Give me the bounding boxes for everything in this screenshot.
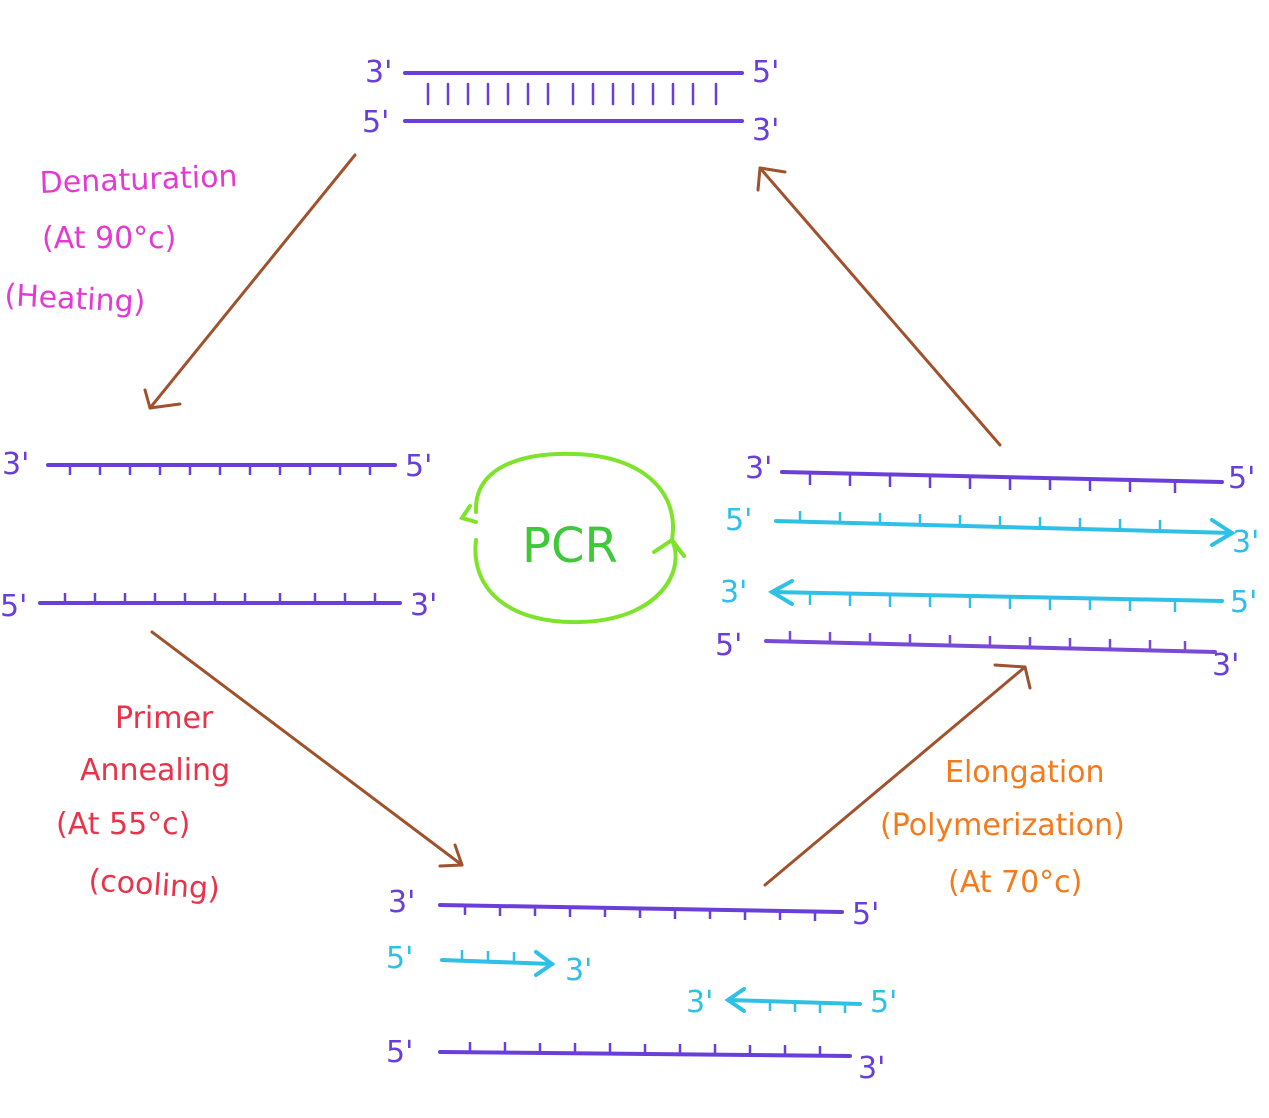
left-lower-left-end: 5' [0, 589, 27, 624]
bottom-primer-2-ticks [768, 1001, 847, 1013]
top-upper-left-end: 3' [365, 55, 392, 90]
bottom-primer-2-right-end: 5' [870, 985, 897, 1020]
top-lower-right-end: 3' [752, 113, 779, 148]
right-strand-2-right-end: 3' [1232, 525, 1259, 560]
right-strand-3-left-end: 3' [720, 575, 747, 610]
left-upper-ticks [68, 465, 372, 475]
right-elongated-strands: 3' 5' 5' 3' 3' 5' [715, 451, 1259, 683]
annealing-label: Primer Annealing (At 55°c) (cooling) [56, 701, 230, 907]
right-strand-4 [764, 639, 1217, 654]
left-upper-left-end: 3' [2, 447, 29, 482]
bottom-primer-1-right-end: 3' [565, 953, 592, 988]
bottom-lower-right-end: 3' [858, 1051, 885, 1086]
right-strand-1-right-end: 5' [1228, 461, 1255, 496]
bottom-primer-1 [440, 958, 554, 966]
bottom-annealed-strands: 3' 5' 5' 3' 3' 5' 5' 3' [386, 885, 897, 1086]
bottom-primer-2-arrowhead-icon [724, 987, 746, 1013]
elongation-title: Elongation [945, 755, 1105, 790]
bottom-primer-1-left-end: 5' [386, 941, 413, 976]
right-strand-3 [770, 590, 1224, 603]
top-base-pairs [426, 82, 718, 106]
right-strand-4-right-end: 3' [1212, 648, 1239, 683]
pcr-cycle-arrowhead-right-icon [652, 537, 686, 558]
right-strand-3-arrowhead-icon [767, 579, 794, 606]
top-upper-right-end: 5' [752, 55, 779, 90]
bottom-primer-2-left-end: 3' [686, 985, 713, 1020]
right-strand-2 [774, 519, 1234, 535]
elongation-label: Elongation (Polymerization) (At 70°c) [880, 755, 1125, 900]
annealing-title-2: Annealing [80, 753, 230, 788]
pcr-label: PCR [522, 518, 618, 574]
right-strand-4-left-end: 5' [715, 628, 742, 663]
denaturation-title: Denaturation [39, 159, 238, 201]
annealing-condition: (cooling) [87, 863, 220, 907]
return-arrow-icon [756, 166, 1002, 447]
left-lower-right-end: 3' [410, 588, 437, 623]
elongation-subtitle: (Polymerization) [880, 808, 1125, 843]
right-strand-1 [780, 470, 1224, 484]
right-strand-2-arrowhead-icon [1210, 518, 1236, 547]
bottom-lower-ticks [468, 1042, 822, 1056]
elongation-temperature: (At 70°c) [948, 865, 1082, 900]
left-separated-strands: 3' 5' 5' 3' [0, 447, 437, 624]
annealing-arrow-icon [150, 630, 464, 868]
right-strand-2-left-end: 5' [725, 503, 752, 538]
left-upper-right-end: 5' [405, 449, 432, 484]
right-strand-3-right-end: 5' [1230, 585, 1257, 620]
bottom-upper-ticks [463, 905, 817, 921]
left-lower-ticks [63, 593, 377, 603]
right-strand-1-ticks [808, 473, 1177, 493]
right-strand-2-ticks [798, 511, 1162, 530]
denaturation-label: Denaturation (At 90°c) (Heating) [4, 159, 238, 320]
right-strand-1-left-end: 3' [745, 451, 772, 486]
denaturation-arrow-icon [143, 153, 357, 410]
bottom-lower-left-end: 5' [386, 1035, 413, 1070]
elongation-arrow-icon [763, 663, 1032, 887]
bottom-upper-right-end: 5' [852, 897, 879, 932]
right-strand-3-ticks [808, 593, 1177, 612]
cycle-arrows [143, 153, 1032, 887]
annealing-title-1: Primer [115, 701, 214, 736]
denaturation-temperature: (At 90°c) [42, 221, 176, 256]
denaturation-condition: (Heating) [4, 278, 147, 320]
top-dna-double-strand: 3' 5' 5' 3' [362, 55, 779, 148]
pcr-cycle-center: PCR [458, 451, 686, 625]
bottom-primer-1-ticks [460, 950, 516, 962]
top-lower-left-end: 5' [362, 105, 389, 140]
bottom-primer-1-arrowhead-icon [534, 950, 556, 977]
pcr-cycle-arrowhead-left-icon [458, 504, 478, 524]
bottom-upper-left-end: 3' [388, 885, 415, 920]
annealing-temperature: (At 55°c) [56, 807, 190, 842]
right-strand-4-ticks [788, 631, 1187, 651]
